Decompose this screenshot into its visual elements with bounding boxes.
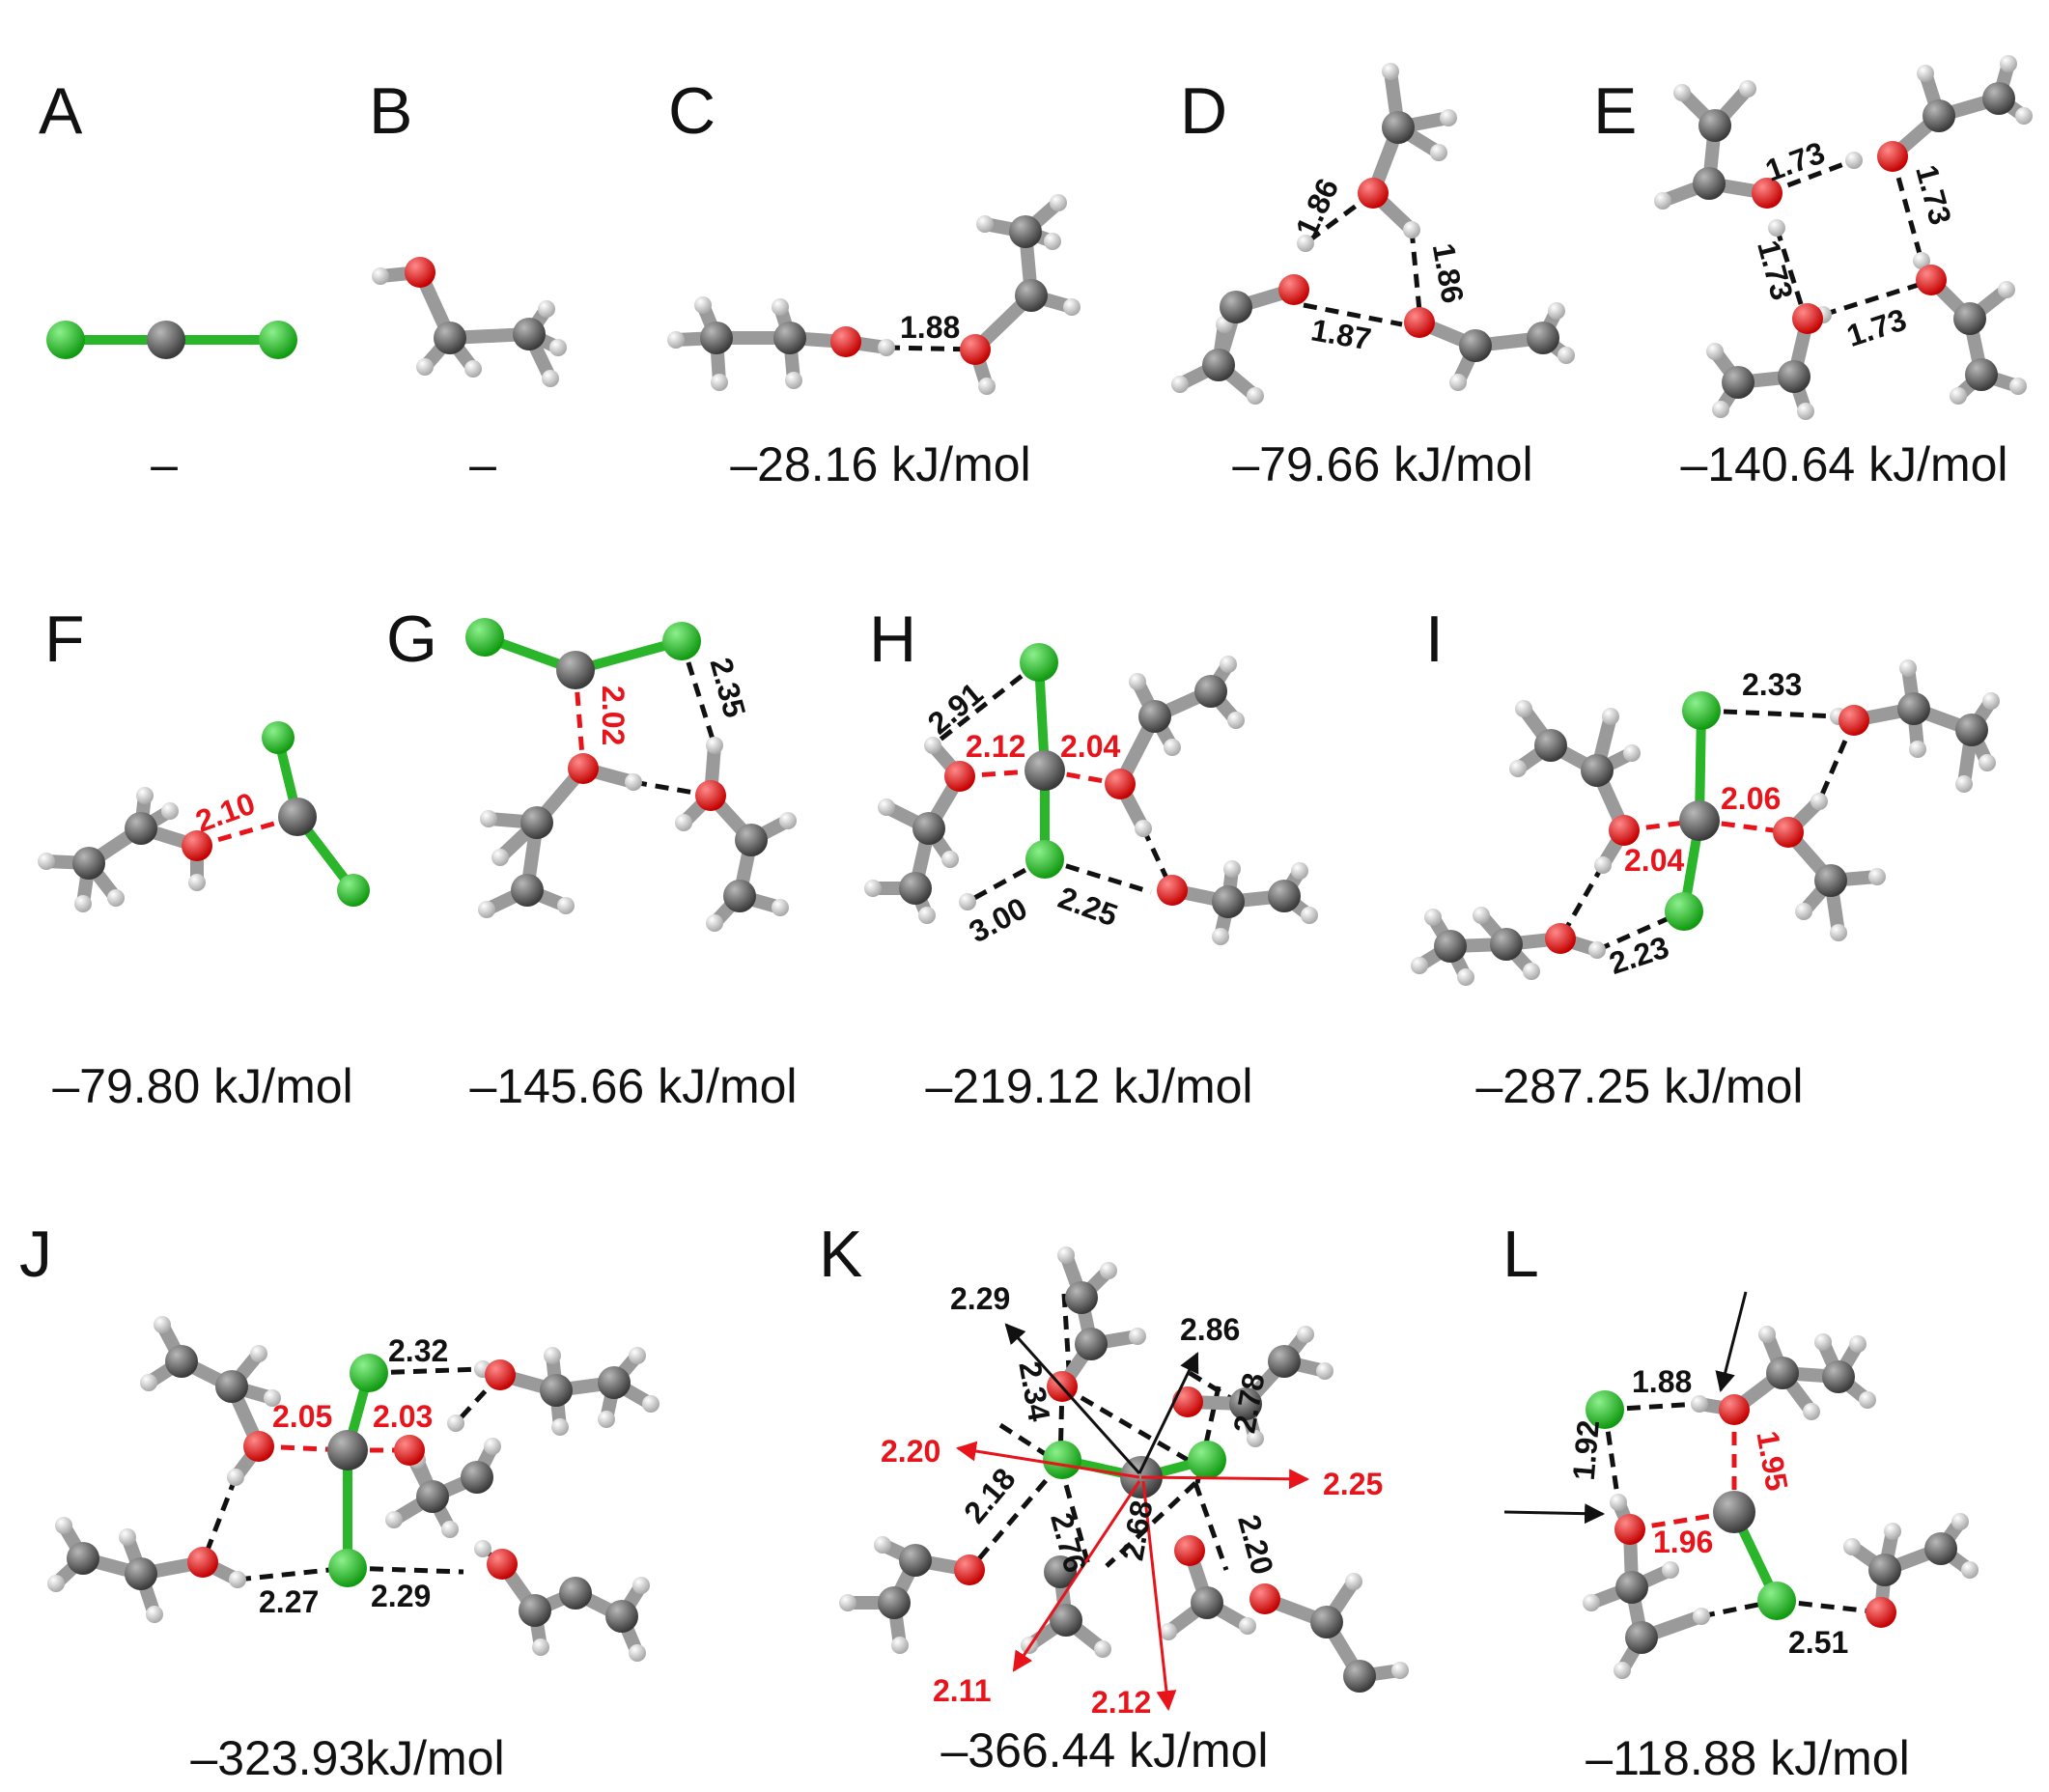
panel-c-energy: –28.16 kJ/mol bbox=[730, 437, 1030, 491]
panel-j-energy: –323.93kJ/mol bbox=[190, 1731, 504, 1785]
panel-j-letter: J bbox=[19, 1218, 52, 1291]
panel-j: J bbox=[19, 1218, 660, 1785]
panel-l: L bbox=[1502, 1218, 1979, 1785]
panel-a-letter: A bbox=[39, 74, 83, 148]
distance-label: 1.73 bbox=[1842, 302, 1910, 353]
distance-label: 1.92 bbox=[1566, 1418, 1606, 1481]
distance-label: 2.12 bbox=[966, 729, 1025, 764]
distance-label: 1.88 bbox=[1632, 1364, 1692, 1399]
panel-d-energy: –79.66 kJ/mol bbox=[1232, 437, 1532, 491]
distance-label: 2.02 bbox=[596, 686, 631, 745]
distance-label: 2.04 bbox=[1060, 729, 1120, 764]
distance-label: 2.27 bbox=[259, 1584, 319, 1619]
panel-g: G 2.02 bbox=[386, 602, 798, 1113]
distance-label: 1.95 bbox=[1750, 1428, 1794, 1494]
distance-label: 2.35 bbox=[704, 654, 753, 720]
distance-label: 2.23 bbox=[1605, 930, 1672, 981]
oxygen-atom bbox=[405, 257, 435, 288]
panel-b: B – bbox=[369, 74, 567, 491]
panel-h: H bbox=[864, 602, 1318, 1113]
panel-e: E bbox=[1593, 55, 2033, 491]
distance-label: 2.32 bbox=[388, 1333, 448, 1368]
panel-d-letter: D bbox=[1180, 74, 1227, 148]
distance-label: 1.88 bbox=[900, 310, 960, 345]
distance-label: 2.03 bbox=[373, 1399, 433, 1434]
distance-label: 2.20 bbox=[881, 1434, 940, 1469]
distance-label: 2.06 bbox=[1721, 781, 1781, 816]
panel-d: D bbox=[1171, 63, 1575, 491]
panel-i-letter: I bbox=[1425, 602, 1444, 676]
panel-b-energy: – bbox=[469, 437, 496, 491]
distance-label: 1.73 bbox=[1751, 237, 1800, 303]
panel-g-letter: G bbox=[386, 602, 437, 676]
panel-f-letter: F bbox=[44, 602, 85, 676]
chlorine-atom bbox=[259, 321, 297, 359]
panel-k: K bbox=[819, 1218, 1409, 1778]
distance-label: 1.96 bbox=[1653, 1525, 1713, 1559]
chlorine-atom bbox=[46, 321, 85, 359]
panel-a-energy: – bbox=[151, 437, 178, 491]
panel-i: I bbox=[1411, 602, 2000, 1113]
panel-c: C 1.88 –28.16 kJ/mol bbox=[667, 74, 1081, 491]
panel-l-energy: –118.88 kJ/mol bbox=[1586, 1731, 1909, 1785]
distance-label: 2.86 bbox=[1180, 1312, 1240, 1347]
distance-label: 1.86 bbox=[1288, 173, 1345, 242]
panel-g-energy: –145.66 kJ/mol bbox=[469, 1059, 797, 1113]
distance-label: 2.29 bbox=[371, 1579, 431, 1613]
distance-label: 2.11 bbox=[933, 1673, 992, 1708]
distance-label: 2.04 bbox=[1624, 843, 1684, 878]
distance-label: 2.12 bbox=[1091, 1685, 1151, 1720]
panel-h-letter: H bbox=[869, 602, 916, 676]
distance-label: 2.34 bbox=[1012, 1358, 1056, 1424]
carbon-atom bbox=[147, 321, 185, 359]
distance-label: 1.87 bbox=[1308, 312, 1374, 356]
distance-label: 2.20 bbox=[1231, 1511, 1280, 1578]
panel-f-energy: –79.80 kJ/mol bbox=[52, 1059, 352, 1113]
distance-label: 2.25 bbox=[1323, 1467, 1383, 1501]
panel-b-letter: B bbox=[369, 74, 412, 148]
panel-f: F 2.10 –79.80 kJ/mol bbox=[38, 602, 370, 1113]
distance-label: 1.86 bbox=[1426, 240, 1471, 306]
distance-label: 2.25 bbox=[1053, 880, 1122, 933]
distance-label: 2.78 bbox=[1226, 1370, 1271, 1436]
panel-a: A – bbox=[39, 74, 297, 491]
distance-label: 2.51 bbox=[1788, 1625, 1848, 1660]
panel-k-energy: –366.44 kJ/mol bbox=[940, 1723, 1268, 1778]
panel-i-energy: –287.25 kJ/mol bbox=[1475, 1059, 1803, 1113]
distance-label: 2.05 bbox=[272, 1399, 332, 1434]
panel-h-energy: –219.12 kJ/mol bbox=[925, 1059, 1252, 1113]
panel-k-letter: K bbox=[819, 1218, 862, 1291]
panel-e-letter: E bbox=[1593, 74, 1637, 148]
distance-label: 2.29 bbox=[950, 1281, 1010, 1316]
panel-e-energy: –140.64 kJ/mol bbox=[1680, 437, 2007, 491]
panel-l-letter: L bbox=[1502, 1218, 1539, 1291]
panel-c-letter: C bbox=[668, 74, 716, 148]
distance-label: 1.73 bbox=[1909, 161, 1958, 228]
distance-label: 2.33 bbox=[1742, 667, 1802, 702]
